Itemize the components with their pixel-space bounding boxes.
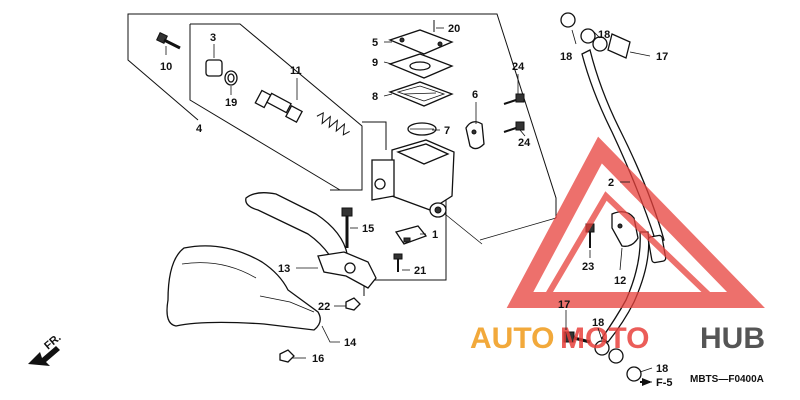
nut-22 xyxy=(345,297,361,311)
front-direction-arrow: FR. xyxy=(28,332,64,366)
callout-4: 4 xyxy=(196,123,203,135)
callout-12: 12 xyxy=(614,275,626,287)
switch-part xyxy=(394,225,428,245)
callout-22: 22 xyxy=(318,301,330,313)
callout-24-top: 24 xyxy=(512,61,525,73)
pivot-bolt-part xyxy=(156,32,181,50)
callout-17-bottom: 17 xyxy=(558,299,570,311)
switch-screw-part xyxy=(393,253,403,272)
reference-arrow: F-5 xyxy=(640,377,673,389)
callout-16: 16 xyxy=(312,353,324,365)
callout-6: 6 xyxy=(472,89,478,101)
callout-24-bottom: 24 xyxy=(518,137,531,149)
oil-bolt-part xyxy=(563,331,591,344)
assembly-outline xyxy=(127,13,557,296)
callout-13: 13 xyxy=(278,263,290,275)
callout-3: 3 xyxy=(210,32,216,44)
callout-14: 14 xyxy=(344,337,357,349)
callout-2: 2 xyxy=(608,177,614,189)
callout-1: 1 xyxy=(432,229,438,241)
watermark-text: AUTO MOTO HUB xyxy=(470,322,765,355)
reference-label: F-5 xyxy=(656,377,673,389)
master-cylinder-body xyxy=(371,139,455,218)
watermark-part-auto: AUTO xyxy=(470,322,554,355)
callout-7: 7 xyxy=(444,125,450,137)
callout-11: 11 xyxy=(290,65,302,77)
watermark-logo xyxy=(506,136,765,308)
callout-8: 8 xyxy=(372,91,378,103)
callout-18-bottom: 18 xyxy=(656,363,668,375)
boot-part xyxy=(205,59,238,86)
hand-guard-part xyxy=(166,245,321,331)
callout-labels: 10 3 19 11 4 5 20 9 8 7 6 24 24 1 15 21 … xyxy=(160,23,668,375)
callout-18-top-right: 18 xyxy=(598,29,610,41)
callout-10: 10 xyxy=(160,61,172,73)
front-direction-label: FR. xyxy=(42,332,63,353)
callout-15: 15 xyxy=(362,223,374,235)
screws-24 xyxy=(503,93,525,133)
callout-21: 21 xyxy=(414,265,426,277)
piston-set-part xyxy=(254,89,350,136)
callout-5: 5 xyxy=(372,37,378,49)
watermark-part-hub: HUB xyxy=(700,322,765,355)
callout-9: 9 xyxy=(372,57,378,69)
watermark-part-moto: MOTO xyxy=(560,322,649,355)
callout-17-top: 17 xyxy=(656,51,668,63)
brake-lever-part xyxy=(245,192,377,289)
callout-19: 19 xyxy=(225,97,237,109)
lever-bolt-part xyxy=(341,207,353,248)
callout-18-top-left: 18 xyxy=(560,51,572,63)
reservoir-cap-stack xyxy=(388,20,454,136)
callout-23: 23 xyxy=(582,261,594,273)
callout-20: 20 xyxy=(448,23,460,35)
holder-part xyxy=(465,121,485,150)
leader-lines xyxy=(165,27,653,383)
drawing-code: MBTS—F0400A xyxy=(690,374,764,385)
nut-16 xyxy=(279,349,295,363)
callout-18-middle: 18 xyxy=(592,317,604,329)
